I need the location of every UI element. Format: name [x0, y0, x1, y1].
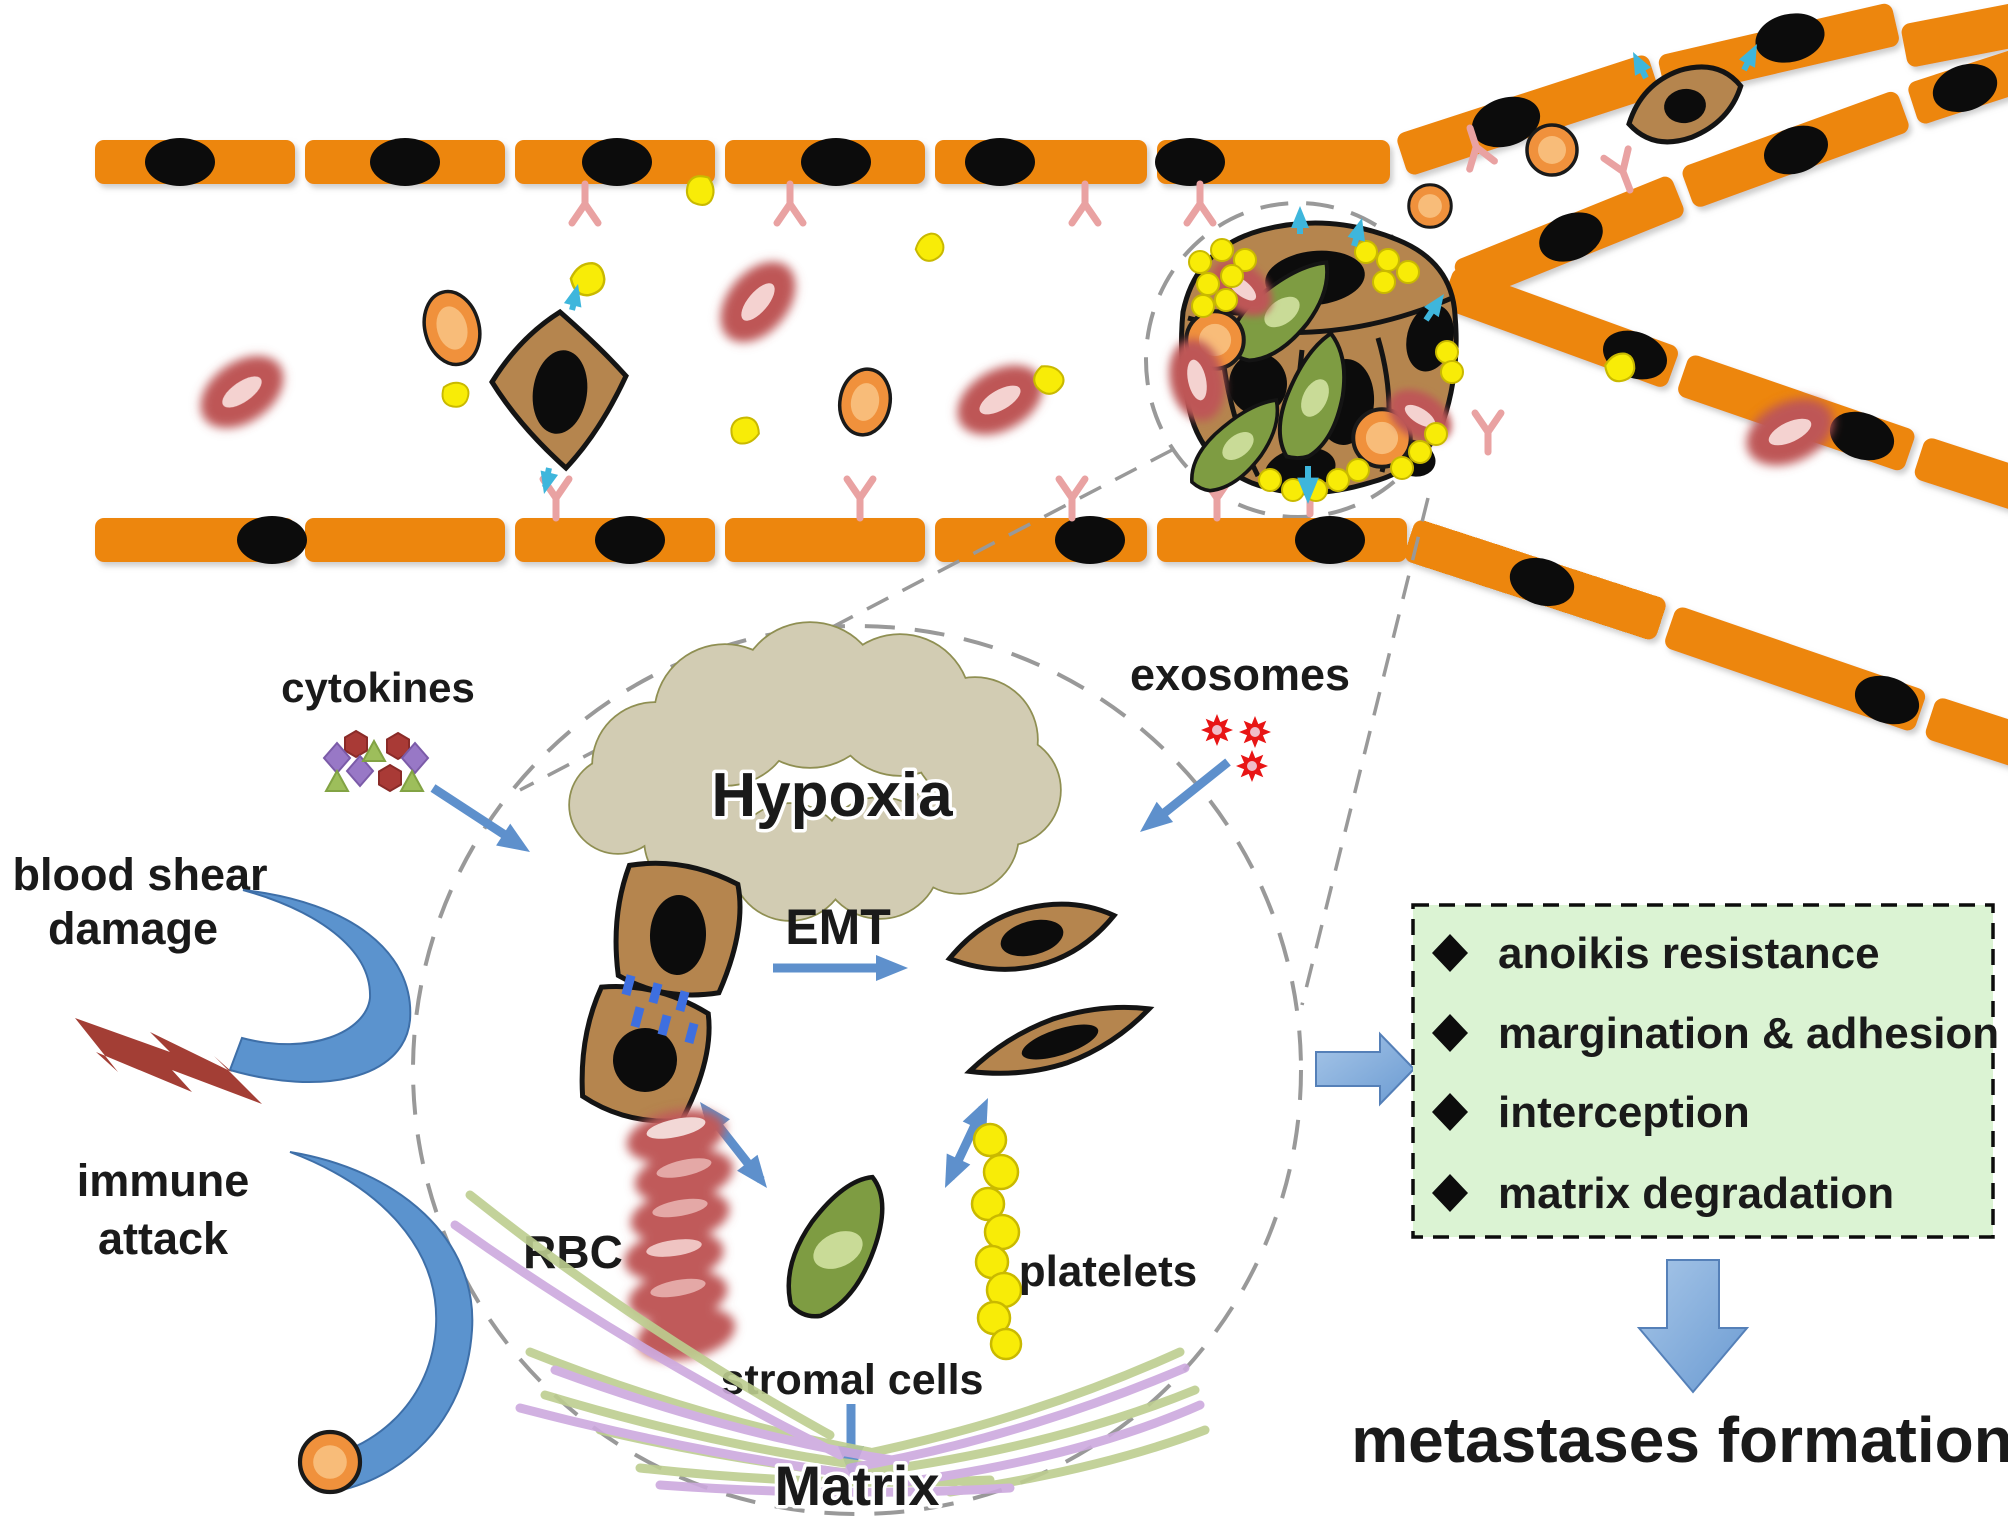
stromal-cell-icon	[786, 1174, 885, 1319]
circulating-cells	[187, 39, 1844, 497]
magnified-view-circle	[411, 624, 1303, 1516]
shedding-arrows	[535, 281, 587, 497]
extravasating-tumor-cell-icon	[1626, 64, 1744, 145]
lightning-icon	[75, 1018, 262, 1104]
exosomes-group: exosomes	[1130, 649, 1350, 843]
immune-attack-group: immune attack	[77, 1151, 474, 1495]
cytokines-label: cytokines	[281, 664, 475, 711]
shear-swoosh-icon	[228, 889, 412, 1084]
outcome-box	[1411, 903, 1995, 1239]
hypoxia-label: Hypoxia	[711, 761, 953, 830]
ctc-tumor-cell-icon	[489, 308, 629, 472]
outcome-item: anoikis resistance	[1498, 929, 1880, 978]
rbc-icon	[187, 341, 297, 443]
blood-shear-label-line1: blood shear	[12, 849, 267, 900]
exosomes-arrow	[1131, 758, 1231, 843]
exosome-icons	[1201, 714, 1271, 782]
extravasation-arrows	[1624, 39, 1766, 80]
matrix-label: Matrix	[775, 1454, 940, 1517]
immune-cell-icon	[837, 367, 893, 437]
platelet-icon	[728, 414, 762, 447]
interaction-arrows	[689, 1092, 1000, 1197]
rbc-icon	[945, 351, 1055, 449]
junction-bars	[621, 974, 699, 1044]
rbc-stack-icon	[624, 1109, 736, 1361]
outcome-item: margination & adhesion	[1498, 1009, 1999, 1058]
immune-cell-icon	[422, 289, 482, 367]
immune-cell-icon	[1525, 123, 1579, 177]
ctc-cluster	[1162, 206, 1464, 505]
platelet-icon	[910, 228, 950, 267]
endothelial-nuclei	[145, 13, 1998, 725]
mesenchymal-cell-icon	[945, 901, 1118, 972]
immune-label-line2: attack	[98, 1213, 229, 1264]
epithelial-tumor-cell-icon	[579, 984, 712, 1124]
platelets-label: platelets	[1019, 1247, 1198, 1296]
emt-group: EMT	[579, 860, 1155, 1124]
cluster-arrows	[1291, 206, 1452, 504]
rbc-icon	[705, 247, 810, 356]
epithelial-tumor-cell-icon	[613, 860, 743, 998]
mesenchymal-cell-icon	[964, 1004, 1155, 1076]
cytokines-group: cytokines	[281, 664, 538, 863]
emt-arrow	[773, 955, 908, 981]
outcome-group: anoikis resistance margination & adhesio…	[1315, 903, 2008, 1476]
fat-arrow-down-icon	[1636, 1259, 1750, 1394]
metastases-label: metastases formation	[1351, 1404, 2008, 1476]
emt-label: EMT	[785, 899, 891, 955]
cytokine-icons	[322, 729, 430, 793]
immune-cell-icon	[297, 1429, 363, 1495]
outcome-item: interception	[1498, 1088, 1750, 1137]
matrix-fibers	[450, 1190, 1210, 1497]
immune-cell-icon	[1407, 183, 1453, 229]
exosomes-label: exosomes	[1130, 649, 1350, 700]
blood-shear-group: blood shear damage	[12, 849, 412, 1104]
platelet-icon	[439, 379, 472, 410]
cluster-platelets	[1188, 238, 1464, 502]
outcome-item: matrix degradation	[1498, 1169, 1894, 1218]
blood-shear-label-line2: damage	[48, 903, 218, 954]
immune-label-line1: immune	[77, 1155, 250, 1206]
cytokines-arrow	[430, 784, 538, 863]
platelet-stack-icon	[970, 1122, 1023, 1361]
fat-arrow-right-icon	[1315, 1031, 1416, 1107]
